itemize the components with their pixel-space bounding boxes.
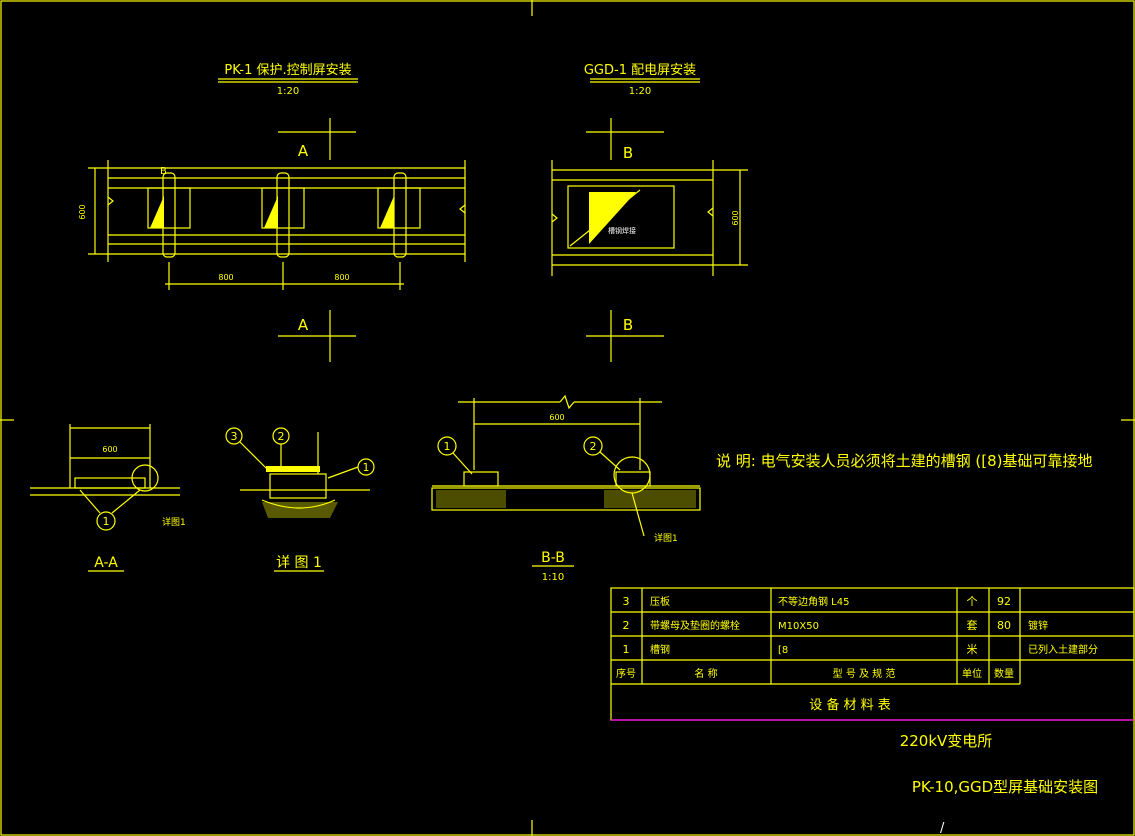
svg-text:米: 米 bbox=[967, 643, 978, 656]
pk1-scale: 1:20 bbox=[277, 86, 299, 97]
svg-text:序号: 序号 bbox=[616, 667, 636, 680]
svg-text:型 号 及 规 范: 型 号 及 规 范 bbox=[833, 667, 896, 680]
title-block: 220kV变电所 PK-10,GGD型屏基础安装图 / bbox=[900, 732, 1098, 836]
material-table-caption: 设 备 材 料 表 bbox=[809, 697, 891, 713]
ggd1-scale: 1:20 bbox=[629, 86, 651, 97]
section-aa: 600 1 详图1 A-A bbox=[30, 424, 186, 572]
aa-title: A-A bbox=[94, 555, 118, 571]
bb-callout-2: 2 bbox=[590, 440, 597, 453]
sheet-mark: / bbox=[940, 821, 945, 836]
svg-text:80: 80 bbox=[997, 619, 1011, 632]
detail1-title: 详 图 1 bbox=[276, 555, 322, 571]
pk1-cabinet-1 bbox=[147, 172, 191, 258]
pk1-b-label: B bbox=[160, 166, 167, 177]
svg-text:3: 3 bbox=[623, 595, 630, 608]
pk1-cabinet-3 bbox=[377, 172, 421, 258]
table-row: 3 压板 不等边角钢 L45 个 92 bbox=[623, 595, 1012, 608]
material-table: 3 压板 不等边角钢 L45 个 92 2 带螺母及垫圈的螺栓 M10X50 套… bbox=[610, 587, 1135, 721]
detail1-callout-3: 3 bbox=[231, 430, 238, 443]
detail-1: 3 2 1 详 图 1 bbox=[225, 427, 375, 572]
svg-text:1: 1 bbox=[623, 643, 630, 656]
svg-text:套: 套 bbox=[967, 619, 978, 632]
svg-text:槽钢: 槽钢 bbox=[650, 643, 670, 656]
ggd1-plan-view: GGD-1 配电屏安装 1:20 B 槽钢焊接 600 B bbox=[551, 63, 748, 362]
drawing-title: PK-10,GGD型屏基础安装图 bbox=[912, 778, 1098, 796]
pk1-dim-height: 600 bbox=[78, 204, 87, 219]
svg-text:带螺母及垫圈的螺栓: 带螺母及垫圈的螺栓 bbox=[650, 619, 740, 632]
svg-text:压板: 压板 bbox=[650, 595, 670, 608]
svg-text:不等边角钢 L45: 不等边角钢 L45 bbox=[778, 595, 849, 608]
ggd1-inner-label: 槽钢焊接 bbox=[608, 226, 636, 235]
svg-text:数量: 数量 bbox=[994, 667, 1014, 680]
svg-text:名 称: 名 称 bbox=[694, 667, 717, 680]
installation-note: 说 明: 电气安装人员必须将土建的槽钢 ([8)基础可靠接地 bbox=[716, 452, 1092, 470]
table-row: 1 槽钢 [8 米 已列入土建部分 bbox=[623, 643, 1099, 656]
svg-text:单位: 单位 bbox=[962, 667, 982, 680]
detail1-callout-2: 2 bbox=[278, 430, 285, 443]
ggd1-dim-height: 600 bbox=[731, 210, 740, 225]
section-mark-b-top: B bbox=[623, 144, 633, 162]
aa-dim: 600 bbox=[102, 445, 117, 454]
pk1-title: PK-1 保护.控制屏安装 bbox=[224, 63, 351, 78]
svg-text:个: 个 bbox=[967, 595, 978, 608]
section-bb: 600 1 2 详图1 B-B 1:10 bbox=[431, 394, 701, 583]
pk1-plan-view: PK-1 保护.控制屏安装 1:20 A B bbox=[78, 63, 466, 362]
svg-text:2: 2 bbox=[623, 619, 630, 632]
aa-callout: 1 bbox=[103, 515, 110, 528]
ggd1-title: GGD-1 配电屏安装 bbox=[584, 63, 696, 78]
svg-text:镀锌: 镀锌 bbox=[1028, 619, 1048, 632]
section-mark-a-top: A bbox=[298, 142, 309, 160]
detail1-callout-1: 1 bbox=[363, 461, 370, 474]
bb-callout-1: 1 bbox=[444, 440, 451, 453]
table-row: 2 带螺母及垫圈的螺栓 M10X50 套 80 镀锌 bbox=[623, 619, 1049, 632]
project-name: 220kV变电所 bbox=[900, 732, 993, 750]
svg-text:[8: [8 bbox=[778, 645, 788, 656]
bb-dim: 600 bbox=[549, 413, 564, 422]
bb-detail-ref: 详图1 bbox=[654, 532, 678, 544]
aa-detail-ref: 详图1 bbox=[162, 516, 186, 528]
bb-title: B-B bbox=[541, 550, 565, 566]
svg-text:92: 92 bbox=[997, 595, 1011, 608]
pk1-dim-width-2: 800 bbox=[334, 273, 349, 282]
table-header-row: 序号 名 称 型 号 及 规 范 单位 数量 bbox=[616, 667, 1014, 680]
section-mark-a-bottom: A bbox=[298, 316, 309, 334]
svg-text:已列入土建部分: 已列入土建部分 bbox=[1028, 643, 1098, 656]
pk1-dim-width-1: 800 bbox=[218, 273, 233, 282]
svg-text:M10X50: M10X50 bbox=[778, 621, 819, 632]
section-mark-b-bottom: B bbox=[623, 316, 633, 334]
bb-scale: 1:10 bbox=[542, 572, 564, 583]
pk1-cabinet-2 bbox=[261, 172, 305, 258]
